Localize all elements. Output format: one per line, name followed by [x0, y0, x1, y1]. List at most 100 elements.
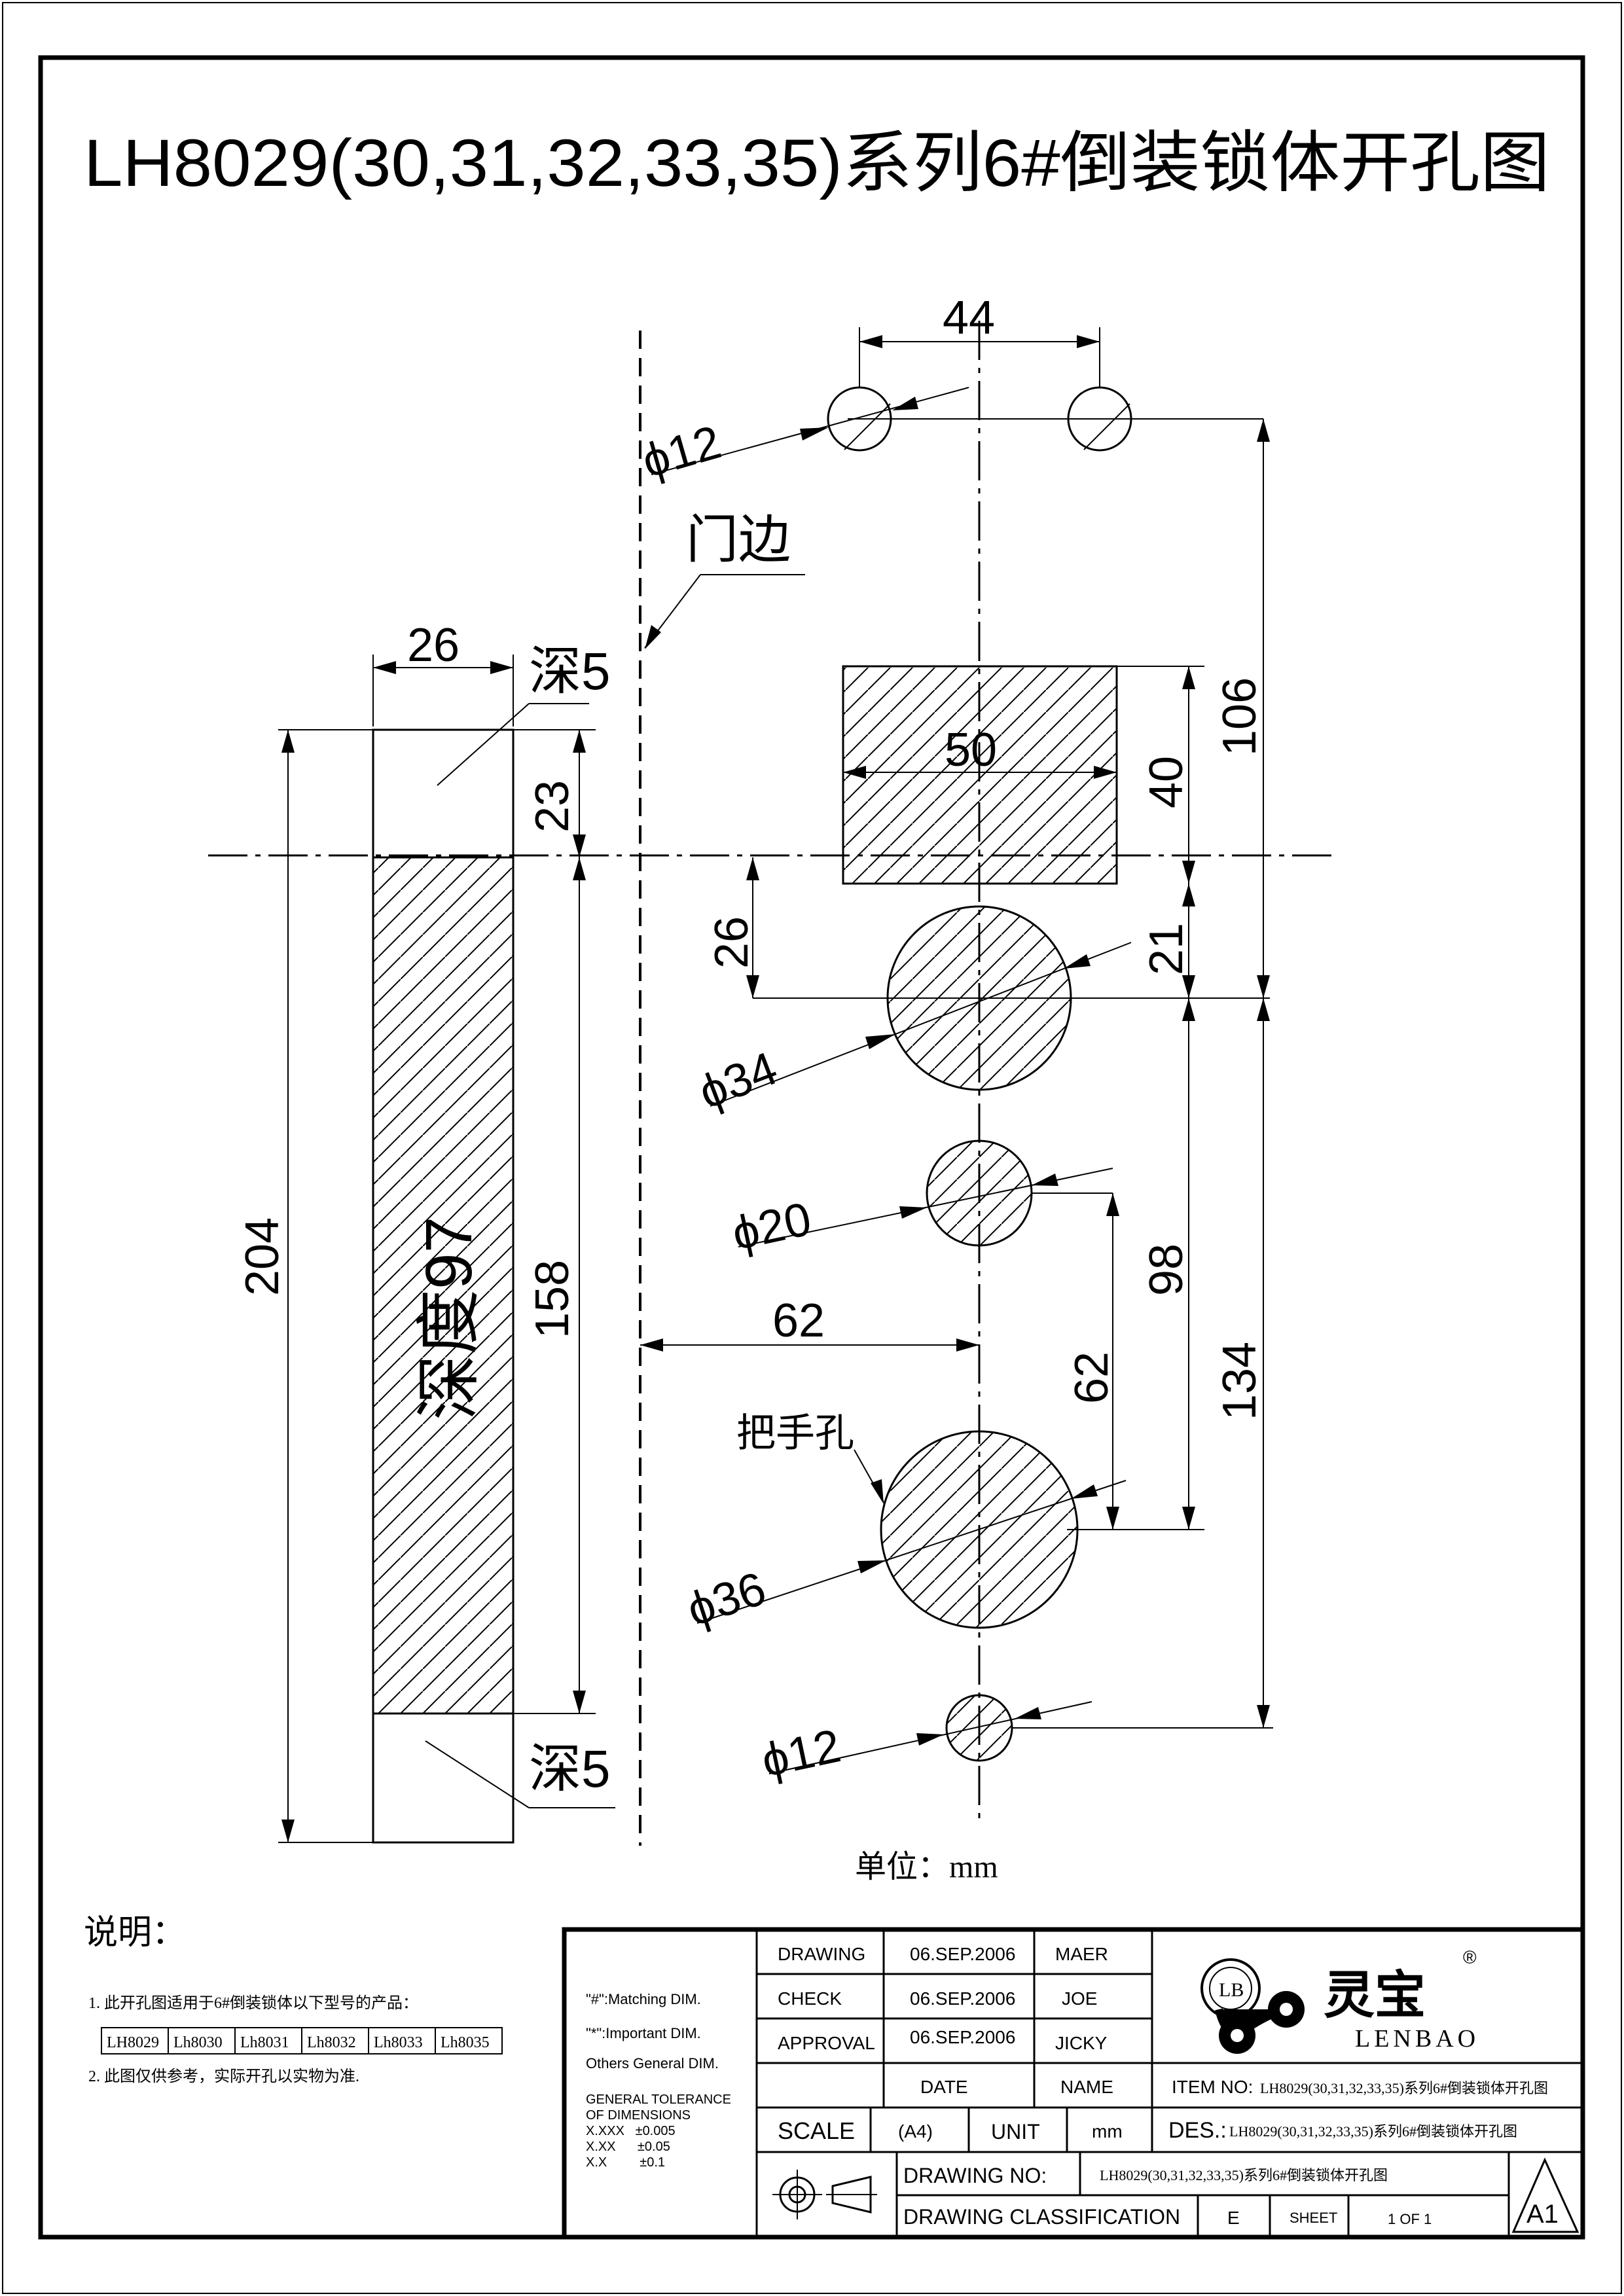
dim-106: 106: [1214, 419, 1270, 998]
legend-matching: "#":Matching DIM.: [586, 1991, 701, 2007]
row-name: JOE: [1062, 1988, 1097, 2009]
scale-value: (A4): [898, 2121, 933, 2142]
row-date: 06.SEP.2006: [910, 2027, 1015, 2047]
dim-62-vertical: 62: [1066, 1193, 1119, 1530]
unit-field-label: UNIT: [991, 2120, 1040, 2144]
row-date: 06.SEP.2006: [910, 1988, 1015, 2009]
tolerance-title-1: GENERAL TOLERANCE: [586, 2092, 731, 2107]
svg-text:21: 21: [1140, 923, 1193, 975]
depth-bottom-callout: 深5: [425, 1740, 615, 1808]
model-cell: LH8029: [107, 2034, 159, 2051]
dim-40: 40: [1117, 666, 1204, 884]
row-name: JICKY: [1055, 2033, 1108, 2053]
drawing-no-label: DRAWING NO:: [903, 2164, 1047, 2187]
notes-heading: 说明：: [84, 1914, 186, 1952]
dim-23: 23: [513, 729, 596, 857]
item-no-value: LH8029(30,31,32,33,35)系列6#倒装锁体开孔图: [1260, 2080, 1548, 2096]
row-role: DRAWING: [778, 1944, 865, 1964]
dim-134: 134: [1012, 998, 1273, 1729]
model-cell: Lh8030: [173, 2034, 223, 2051]
lenbao-logo: LB 灵宝 ® LENBAO: [1200, 1947, 1479, 2054]
tolerance-title-2: OF DIMENSIONS: [586, 2108, 691, 2123]
logo-chinese: 灵宝: [1324, 1967, 1426, 2024]
svg-text:深5: 深5: [529, 642, 611, 700]
face-plate: [372, 728, 514, 1844]
svg-text:ϕ34: ϕ34: [692, 1042, 784, 1119]
svg-text:26: 26: [407, 619, 460, 672]
dim-26-offset: 26: [706, 857, 1270, 999]
model-cell: Lh8035: [441, 2034, 490, 2051]
dim-21: 21: [1140, 884, 1195, 998]
tolerance-2: X.XX ±0.05: [586, 2140, 670, 2154]
des-value: LH8029(30,31,32,33,35)系列6#倒装锁体开孔图: [1229, 2123, 1517, 2140]
dim-phi20: ϕ20: [728, 1168, 1113, 1261]
model-table: LH8029 Lh8030 Lh8031 Lh8032 Lh8033 Lh803…: [101, 2027, 503, 2054]
latch-slot: [842, 665, 1118, 885]
notes-item-2: 2. 此图仅供参考，实际开孔以实物为准.: [88, 2068, 359, 2085]
sheet-size-label: A1: [1526, 2200, 1559, 2229]
svg-text:ϕ36: ϕ36: [681, 1562, 772, 1636]
dim-204: 204: [236, 729, 373, 1843]
logo-registered: ®: [1463, 1947, 1477, 1967]
svg-text:40: 40: [1140, 756, 1193, 808]
svg-text:门边: 门边: [686, 511, 791, 569]
unit-field-value: mm: [1092, 2121, 1123, 2142]
dim-62-horizontal: 62: [640, 1295, 979, 1352]
drawing-frame: [38, 55, 1585, 2240]
model-cell: Lh8033: [374, 2034, 423, 2051]
drawing-title: LH8029(30,31,32,33,35)系列6#倒装锁体开孔图: [84, 126, 1550, 200]
dim-50: 50: [843, 724, 1117, 779]
model-cell: Lh8032: [307, 2034, 356, 2051]
model-cell: Lh8031: [240, 2034, 289, 2051]
sheet-size-marker: A1: [1511, 2157, 1579, 2233]
date-header: DATE: [920, 2077, 968, 2097]
title-block: [562, 1927, 1585, 2240]
scale-label: SCALE: [778, 2117, 855, 2144]
svg-text:把手孔: 把手孔: [736, 1411, 854, 1455]
row-role: CHECK: [778, 1988, 842, 2009]
dim-26-width: 26: [372, 619, 514, 726]
des-label: DES.:: [1168, 2118, 1227, 2143]
svg-text:158: 158: [526, 1260, 579, 1338]
depth-top-callout: 深5: [437, 642, 611, 786]
handle-hole-callout: 把手孔: [736, 1411, 884, 1504]
svg-text:深5: 深5: [529, 1740, 611, 1798]
classification-label: DRAWING CLASSIFICATION: [903, 2205, 1180, 2229]
legend-others: Others General DIM.: [586, 2055, 719, 2072]
dim-158: 158: [513, 857, 596, 1714]
svg-text:ϕ20: ϕ20: [728, 1193, 816, 1260]
dim-44: 44: [859, 292, 1100, 387]
svg-text:106: 106: [1214, 677, 1266, 756]
dim-phi12-bottom: ϕ12: [757, 1701, 1092, 1787]
hole-phi12-bottom: [945, 1694, 1013, 1762]
logo-english: LENBAO: [1355, 2025, 1479, 2053]
dim-98: 98: [1032, 998, 1204, 1530]
svg-text:ϕ12: ϕ12: [636, 416, 727, 488]
row-date: 06.SEP.2006: [910, 1944, 1015, 1964]
hole-phi20: [926, 1139, 1033, 1247]
dim-phi12-top: ϕ12: [636, 387, 969, 488]
svg-text:ϕ12: ϕ12: [757, 1719, 845, 1787]
tolerance-3: X.X ±0.1: [586, 2155, 665, 2170]
row-role: APPROVAL: [778, 2033, 875, 2053]
name-header: NAME: [1060, 2077, 1113, 2097]
svg-text:44: 44: [943, 292, 995, 344]
svg-text:134: 134: [1214, 1342, 1266, 1420]
svg-text:62: 62: [772, 1295, 825, 1347]
svg-text:62: 62: [1066, 1352, 1118, 1404]
depth-main-label: 深度97: [412, 1217, 486, 1420]
legend-important: "*":Important DIM.: [586, 2025, 701, 2041]
door-edge-callout: 门边: [644, 511, 805, 649]
projection-symbol-icon: [772, 2170, 877, 2219]
classification-value: E: [1227, 2208, 1240, 2228]
svg-text:98: 98: [1140, 1244, 1193, 1296]
top-holes: [827, 386, 1263, 452]
svg-text:23: 23: [526, 780, 579, 833]
svg-text:26: 26: [706, 916, 758, 969]
svg-text:204: 204: [236, 1217, 289, 1296]
logo-monogram: LB: [1219, 1979, 1244, 2001]
drawing-no-value: LH8029(30,31,32,33,35)系列6#倒装锁体开孔图: [1100, 2167, 1388, 2183]
svg-text:50: 50: [945, 724, 997, 776]
